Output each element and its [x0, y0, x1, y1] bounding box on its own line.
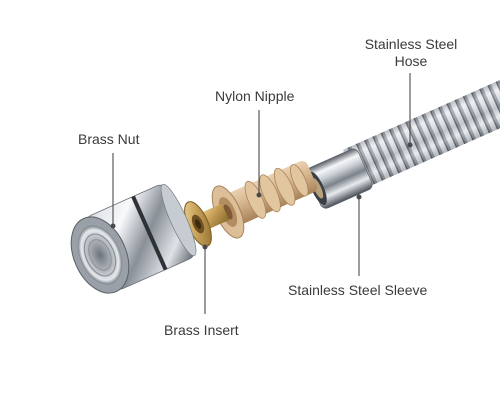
leader-lines: [110, 73, 413, 314]
stainless-steel-hose: [343, 78, 500, 191]
brass-nut: [70, 183, 197, 294]
label-stainless-steel-hose: Stainless Steel Hose: [352, 36, 470, 70]
leader-nut-dot: [110, 223, 116, 229]
leader-nipple-dot: [256, 192, 262, 198]
label-nylon-nipple: Nylon Nipple: [215, 88, 295, 104]
label-brass-insert: Brass Insert: [164, 322, 239, 338]
nylon-nipple: [211, 160, 318, 239]
label-hose-line2: Hose: [394, 53, 428, 69]
label-brass-nut: Brass Nut: [78, 131, 140, 147]
leader-hose-dot: [407, 142, 413, 148]
brass-insert: [184, 201, 230, 247]
label-hose-line1: Stainless Steel: [364, 36, 458, 52]
label-stainless-steel-sleeve: Stainless Steel Sleeve: [288, 282, 428, 298]
leader-sleeve-dot: [356, 194, 362, 200]
leader-insert-dot: [202, 244, 208, 250]
